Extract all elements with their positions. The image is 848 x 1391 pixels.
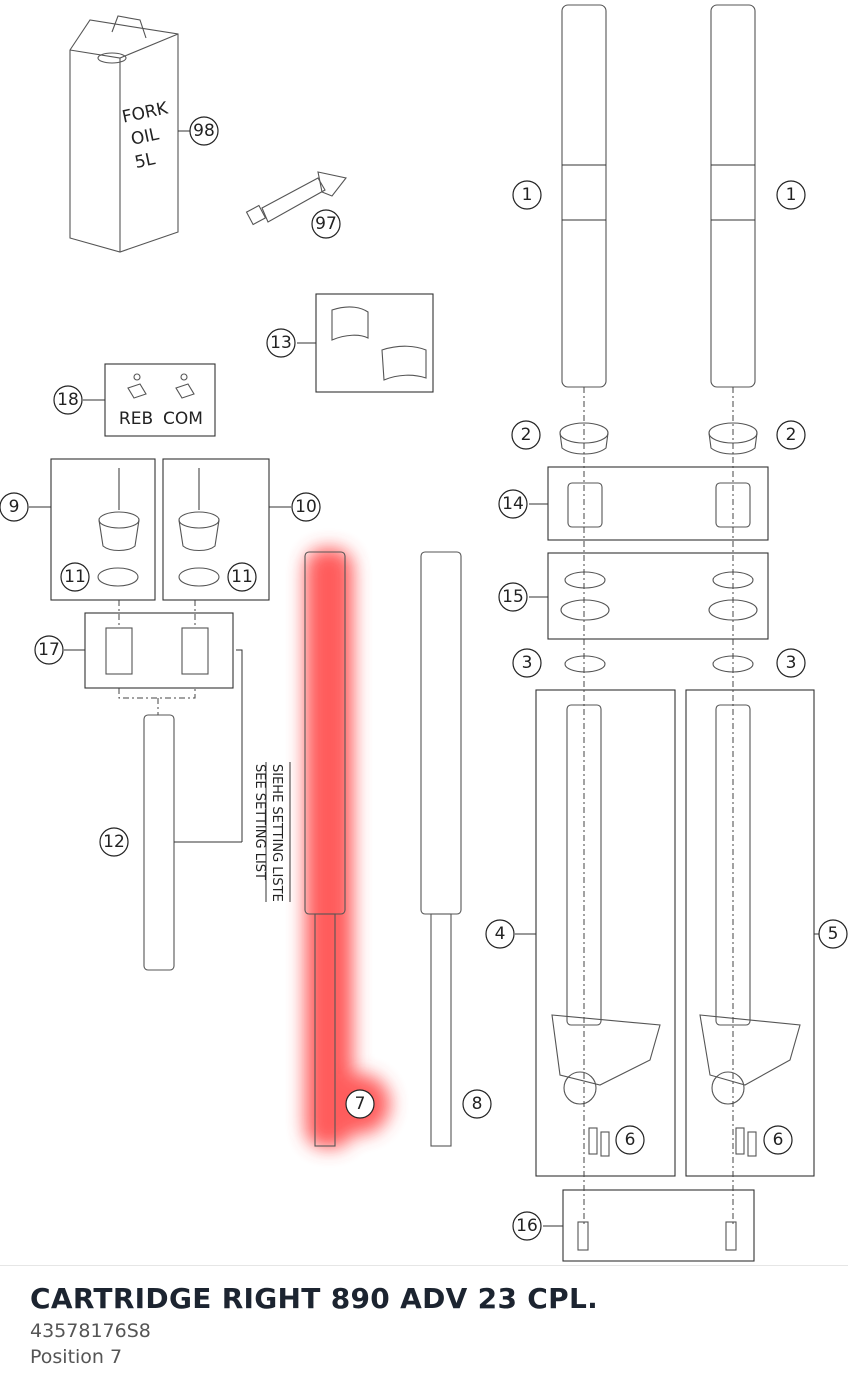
grease-tube[interactable]	[245, 171, 347, 226]
svg-text:6: 6	[625, 1130, 636, 1150]
callout-14[interactable]: 14	[498, 489, 528, 519]
adjuster-parts[interactable]	[127, 373, 195, 399]
svg-text:11: 11	[231, 567, 253, 587]
callout-1-right[interactable]: 1	[776, 180, 806, 210]
setting-note-en: SEE SETTING LIST	[252, 764, 267, 880]
callout-12[interactable]: 12	[99, 827, 129, 857]
fork-leg-left[interactable]	[551, 704, 661, 1105]
oil-can-text-fork: FORK	[120, 98, 170, 127]
oil-can-text-oil: OIL	[129, 124, 161, 149]
callout-97[interactable]: 97	[311, 209, 341, 239]
svg-text:10: 10	[295, 497, 317, 517]
callout-7[interactable]: 7	[345, 1089, 375, 1119]
oil-can-text-volume: 5L	[133, 149, 158, 173]
svg-text:1: 1	[522, 185, 533, 205]
svg-text:3: 3	[522, 653, 533, 673]
svg-text:18: 18	[57, 390, 79, 410]
cartridge-highlight	[305, 548, 390, 1148]
adjuster-label-reb: REB	[119, 409, 153, 429]
callout-9[interactable]: 9	[0, 492, 29, 522]
spring-set[interactable]	[105, 600, 209, 715]
part-info-panel: CARTRIDGE RIGHT 890 ADV 23 CPL. 43578176…	[0, 1265, 848, 1391]
callout-16[interactable]: 16	[512, 1211, 542, 1241]
svg-text:8: 8	[472, 1094, 483, 1114]
svg-text:2: 2	[521, 425, 532, 445]
callout-13[interactable]: 13	[266, 328, 296, 358]
callout-15[interactable]: 15	[498, 582, 528, 612]
callout-8[interactable]: 8	[462, 1089, 492, 1119]
axle-parts[interactable]	[577, 1221, 737, 1251]
svg-text:11: 11	[64, 567, 86, 587]
valve-assembly-right[interactable]	[178, 468, 220, 587]
o-ring-left[interactable]	[564, 655, 606, 673]
svg-text:17: 17	[38, 640, 60, 660]
svg-text:12: 12	[103, 832, 125, 852]
fork-leg-right[interactable]	[699, 704, 801, 1105]
svg-text:4: 4	[495, 924, 506, 944]
callout-6-right[interactable]: 6	[763, 1125, 793, 1155]
svg-text:14: 14	[502, 494, 524, 514]
svg-text:3: 3	[786, 653, 797, 673]
svg-text:5: 5	[828, 924, 839, 944]
callout-18[interactable]: 18	[53, 385, 83, 415]
fork-spring[interactable]	[143, 649, 243, 971]
svg-text:2: 2	[786, 425, 797, 445]
svg-text:13: 13	[270, 333, 292, 353]
setting-list-note: SIEHE SETTING LISTE SEE SETTING LIST	[252, 762, 291, 902]
fork-leg-right-box	[685, 689, 815, 1177]
callout-11-left[interactable]: 11	[60, 562, 90, 592]
clamp-shells[interactable]	[331, 306, 427, 381]
outer-tube-right[interactable]	[710, 4, 756, 388]
part-number: 43578176S8	[30, 1320, 151, 1342]
callout-5[interactable]: 5	[818, 919, 848, 949]
svg-text:7: 7	[355, 1094, 366, 1114]
svg-text:1: 1	[786, 185, 797, 205]
axle-parts-box	[562, 1189, 755, 1262]
leader-lines	[29, 130, 819, 1227]
clamp-shell-box	[315, 293, 434, 393]
svg-text:6: 6	[773, 1130, 784, 1150]
svg-text:15: 15	[502, 587, 524, 607]
part-title: CARTRIDGE RIGHT 890 ADV 23 CPL.	[30, 1282, 599, 1315]
bushing-set-box	[547, 466, 769, 541]
callout-6-left[interactable]: 6	[615, 1125, 645, 1155]
fork-oil-can[interactable]: FORK OIL 5L	[69, 15, 179, 253]
setting-note-de: SIEHE SETTING LISTE	[269, 764, 284, 902]
svg-text:9: 9	[9, 497, 20, 517]
svg-text:16: 16	[516, 1216, 538, 1236]
exploded-parts-diagram: FORK OIL 5L REB COM	[0, 4, 848, 1262]
callout-10[interactable]: 10	[291, 492, 321, 522]
valve-assembly-left[interactable]	[97, 468, 140, 587]
cartridge-right[interactable]	[304, 551, 346, 1147]
callout-1-left[interactable]: 1	[512, 180, 542, 210]
spring-set-box	[84, 612, 234, 689]
callout-2-left[interactable]: 2	[511, 420, 541, 450]
bushing-set[interactable]	[567, 482, 751, 528]
fork-leg-left-box	[535, 689, 676, 1177]
axle-clamp-screws[interactable]	[588, 1127, 757, 1157]
callout-98[interactable]: 98	[189, 116, 219, 146]
callout-17[interactable]: 17	[34, 635, 64, 665]
outer-tube-left[interactable]	[561, 4, 607, 388]
svg-text:98: 98	[193, 121, 215, 141]
part-position: Position 7	[30, 1346, 123, 1368]
callout-11-right[interactable]: 11	[227, 562, 257, 592]
svg-text:97: 97	[315, 214, 337, 234]
callout-2-right[interactable]: 2	[776, 420, 806, 450]
callout-3-left[interactable]: 3	[512, 648, 542, 678]
adjuster-label-com: COM	[163, 409, 203, 429]
seal-set-box	[547, 552, 769, 640]
valve-box-left	[50, 458, 156, 601]
callout-3-right[interactable]: 3	[776, 648, 806, 678]
cartridge-left[interactable]	[420, 551, 462, 1147]
seal-set[interactable]	[560, 571, 758, 621]
valve-box-right	[162, 458, 270, 601]
callout-4[interactable]: 4	[485, 919, 515, 949]
assembly-center-lines	[118, 387, 734, 1224]
